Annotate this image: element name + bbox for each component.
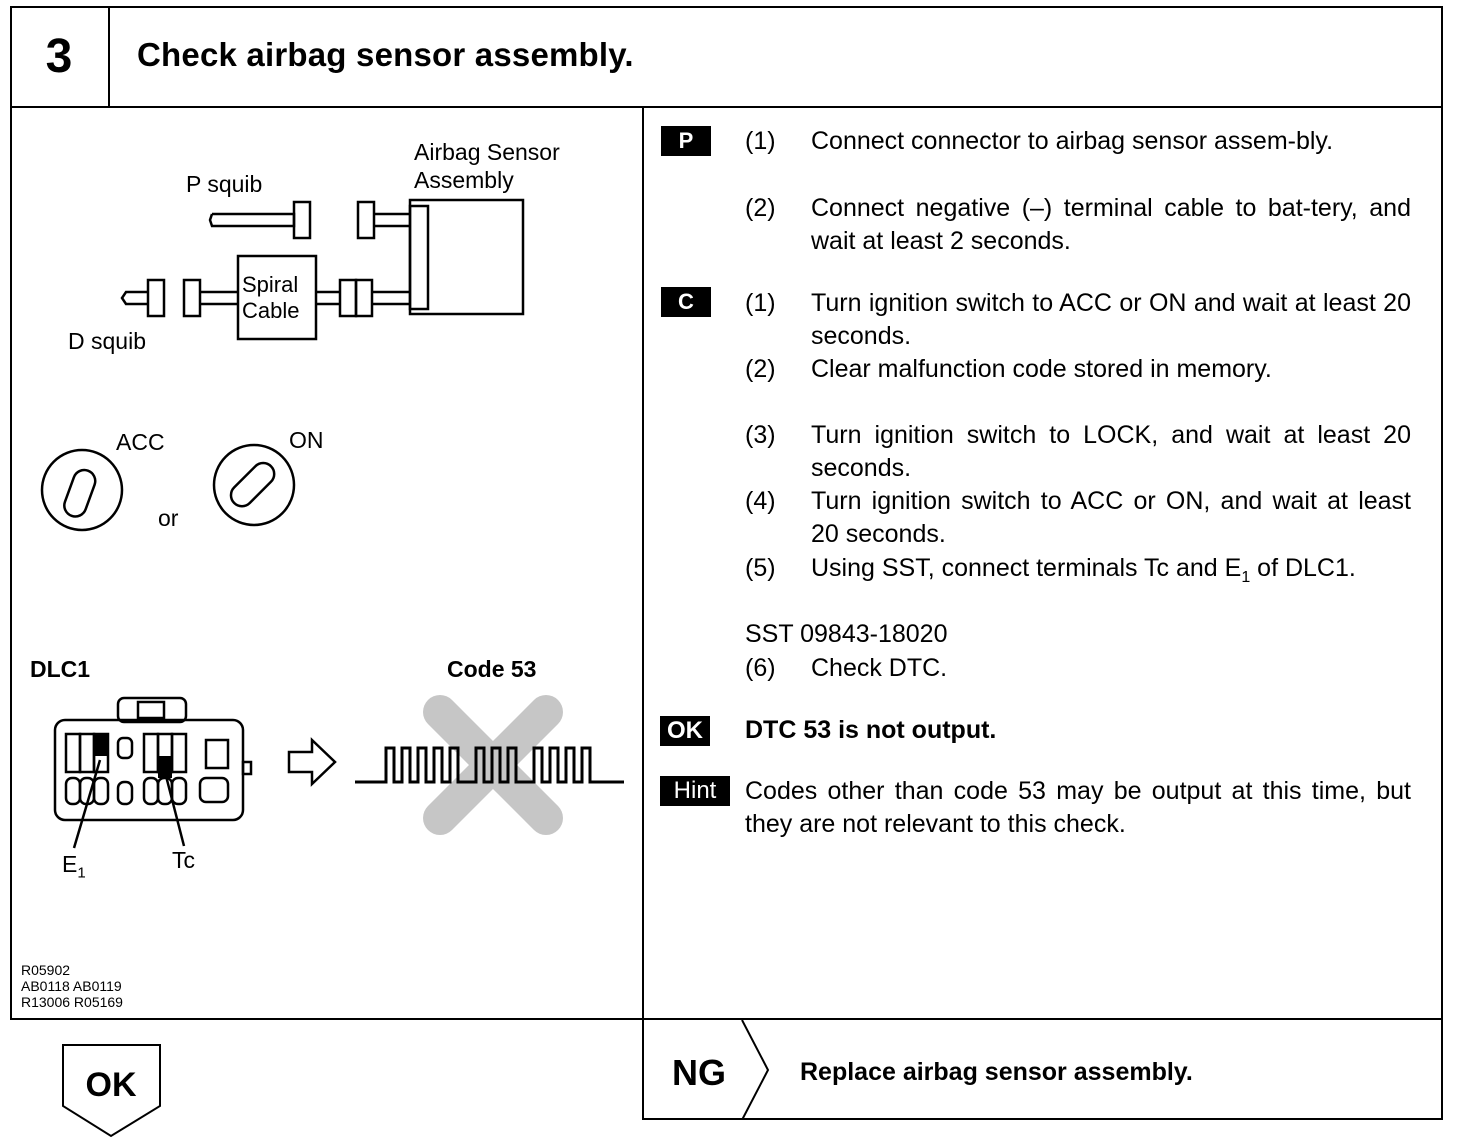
p-step-1-text: Connect connector to airbag sensor assem… [811,127,1334,155]
hint-text: Codes other than code 53 may be output a… [745,777,1411,838]
p-squib-connector [208,212,296,228]
d-squib-connector [146,278,166,318]
airbag-sensor-label: Airbag Sensor [414,139,560,165]
spiral-cable-box [236,254,318,341]
ng-chevron-icon [741,1020,770,1120]
ref-code-2: AB0118 AB0119 [21,978,122,994]
code-53-waveform [355,695,624,835]
c-step-1-num: (1) [745,289,776,317]
d-squib-label: D squib [68,328,146,354]
acc-key-icon [40,448,124,532]
on-key-icon [212,443,296,527]
ok-result-text: DTC 53 is not output. [745,716,997,744]
diagram-canvas [40,198,624,849]
c-step-4-text: Turn ignition switch to ACC or ON, and w… [811,487,1411,548]
badge-c: C [661,287,711,317]
sst-number: SST 09843-18020 [745,620,948,648]
badge-ok: OK [660,716,710,746]
spiral-cable-label: Spiral [242,272,299,297]
ref-code-1: R05902 [21,962,71,978]
or-label: or [158,505,179,531]
c-step-4-num: (4) [745,487,776,515]
c-step-3-num: (3) [745,421,776,449]
e1-label: E1 [62,851,86,882]
spiral-sensor-connector-b [354,278,374,318]
page-title: Check airbag sensor assembly. [137,36,634,73]
c-step-2-num: (2) [745,355,776,383]
tc-label: Tc [172,847,195,873]
ok-flow-box [62,1044,161,1138]
airbag-sensor-connector-plate [408,204,430,311]
spiral-left-connector [182,278,202,318]
dlc1-label: DLC1 [30,656,91,682]
panel-divider [642,106,644,1120]
c-step-6-num: (6) [745,654,776,682]
main-panel [10,106,1443,1020]
p-step-1-num: (1) [745,127,776,155]
spiral-cable-label-2: Cable [242,298,300,323]
badge-hint: Hint [660,776,730,806]
ok-flow-label: OK [85,1066,137,1104]
p-step-2-text: Connect negative (–) terminal cable to b… [811,194,1411,255]
ng-flow-box [642,1020,1443,1120]
dlc1-connector-icon [53,696,253,849]
p-squib-label: P squib [186,171,263,197]
acc-label: ACC [116,429,165,455]
step-number: 3 [10,6,110,106]
c-step-6-text: Check DTC. [811,654,948,682]
sensor-top-connector [356,200,376,240]
code53-label: Code 53 [447,656,537,682]
p-step-2-num: (2) [745,194,776,222]
on-label: ON [289,427,324,453]
badge-p: P [661,126,711,156]
ref-code-3: R13006 R05169 [21,994,123,1010]
arrow-right-icon [287,737,337,787]
c-step-5-text: Using SST, connect terminals Tc and E1 o… [811,554,1356,586]
c-step-3-text: Turn ignition switch to LOCK, and wait a… [811,421,1411,482]
ng-action-text: Replace airbag sensor assembly. [800,1058,1193,1086]
c-step-5-num: (5) [745,554,776,582]
c-step-2-text: Clear malfunction code stored in memory. [811,355,1272,383]
airbag-sensor-label-2: Assembly [414,167,514,193]
spiral-sensor-connector-a [338,278,358,318]
step-header [10,6,1443,106]
ng-flow-label: NG [672,1052,726,1093]
c-step-1-text: Turn ignition switch to ACC or ON and wa… [811,289,1411,350]
